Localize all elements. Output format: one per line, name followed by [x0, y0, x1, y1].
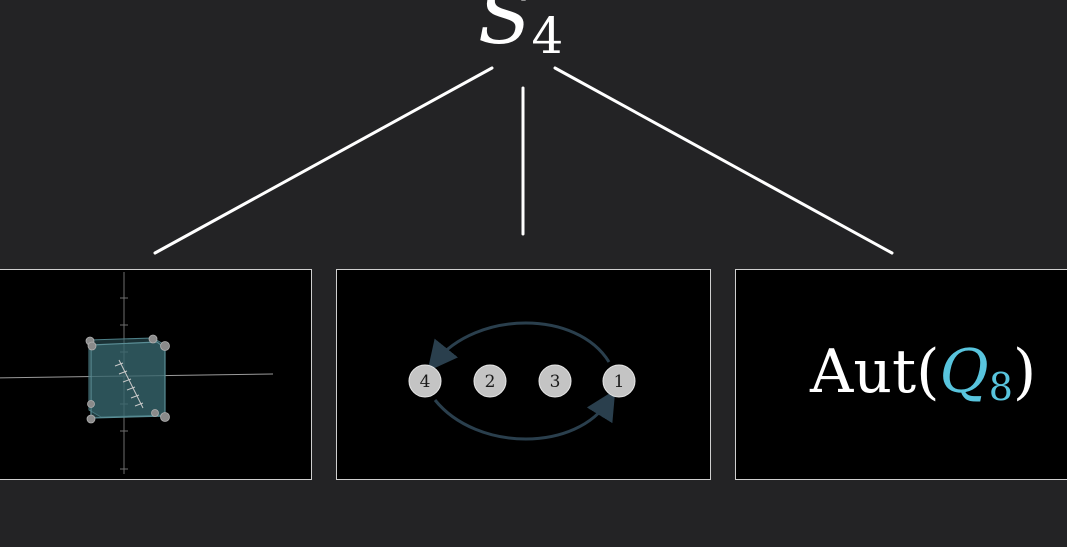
- node-2-label: 2: [485, 372, 496, 392]
- connector-left: [153, 66, 494, 255]
- node-1[interactable]: 1: [602, 364, 636, 398]
- cube-vertices: [85, 334, 170, 424]
- node-1-label: 1: [614, 372, 625, 392]
- aut-prefix: Aut(: [810, 337, 940, 407]
- group-title-subscript: 4: [531, 7, 564, 65]
- arrow-bottom: [433, 389, 616, 441]
- aut-group: Q: [939, 337, 989, 407]
- node-3[interactable]: 3: [538, 364, 572, 398]
- arrow-top: [427, 321, 611, 372]
- node-3-label: 3: [550, 372, 561, 392]
- permutation-diagram: 4 2 3 1: [408, 321, 636, 441]
- automorphism-label: Aut(Q8): [810, 342, 1036, 406]
- aut-suffix: ): [1012, 337, 1037, 407]
- group-title-symbol: S: [478, 0, 532, 62]
- node-4[interactable]: 4: [408, 364, 442, 398]
- permutation-panel[interactable]: 4 2 3 1: [336, 269, 711, 480]
- cube-diagonal-axis: [114, 359, 144, 409]
- cube-panel[interactable]: [0, 269, 312, 480]
- automorphism-panel[interactable]: Aut(Q8): [735, 269, 1067, 480]
- node-4-label: 4: [420, 372, 431, 392]
- connector-right: [553, 66, 894, 255]
- aut-group-subscript: 8: [988, 365, 1013, 409]
- cube-icon: [0, 272, 274, 474]
- group-title: S4: [478, 0, 563, 61]
- node-2[interactable]: 2: [473, 364, 507, 398]
